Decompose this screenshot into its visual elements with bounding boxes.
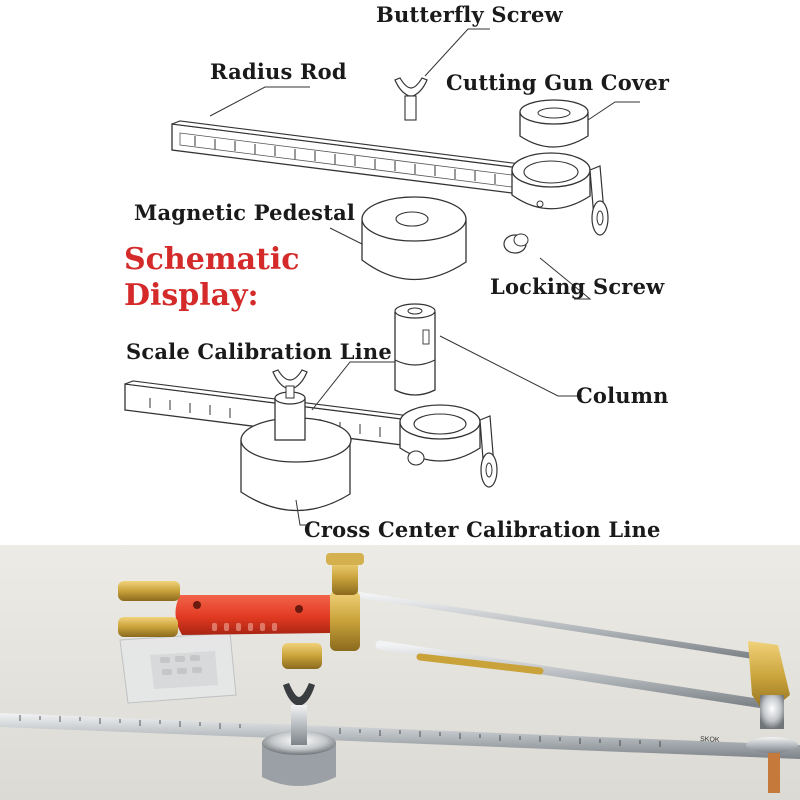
heading-line-2: Display: bbox=[124, 278, 259, 313]
cutting-gun-holder-assembled bbox=[399, 404, 498, 488]
label-cutting-gun-cover: Cutting Gun Cover bbox=[446, 70, 670, 95]
tips-box bbox=[119, 632, 237, 704]
label-magnetic-pedestal: Magnetic Pedestal bbox=[134, 200, 356, 225]
schematic-display-heading: Schematic Display: bbox=[124, 242, 300, 314]
label-radius-rod: Radius Rod bbox=[210, 59, 347, 84]
locking-screw bbox=[503, 233, 529, 254]
brass-fittings bbox=[118, 553, 364, 669]
torch-head bbox=[746, 641, 798, 793]
magnetic-pedestal bbox=[361, 196, 467, 281]
ruler-marking: SKOK bbox=[700, 736, 720, 744]
cutting-gun-holder-ring bbox=[511, 152, 609, 236]
radius-rod-upper bbox=[171, 120, 529, 195]
radius-rod-photo: SKOK bbox=[0, 713, 800, 759]
torch-handle bbox=[175, 595, 338, 635]
label-locking-screw: Locking Screw bbox=[490, 274, 665, 299]
leader-lines bbox=[209, 28, 640, 526]
torch-tubes bbox=[357, 592, 775, 710]
cutting-gun-cover bbox=[519, 99, 589, 148]
column bbox=[394, 303, 436, 396]
butterfly-screw bbox=[394, 77, 428, 121]
product-photo: SKOK bbox=[0, 545, 800, 800]
label-cross-center-calibration-line: Cross Center Calibration Line bbox=[304, 517, 661, 542]
label-scale-calibration-line: Scale Calibration Line bbox=[126, 339, 392, 364]
schematic-drawing bbox=[124, 28, 640, 526]
label-butterfly-screw: Butterfly Screw bbox=[376, 2, 563, 27]
column-assembled bbox=[272, 369, 308, 441]
heading-line-1: Schematic bbox=[124, 242, 300, 277]
label-column: Column bbox=[576, 383, 669, 408]
magnetic-pedestal-photo bbox=[262, 683, 336, 786]
